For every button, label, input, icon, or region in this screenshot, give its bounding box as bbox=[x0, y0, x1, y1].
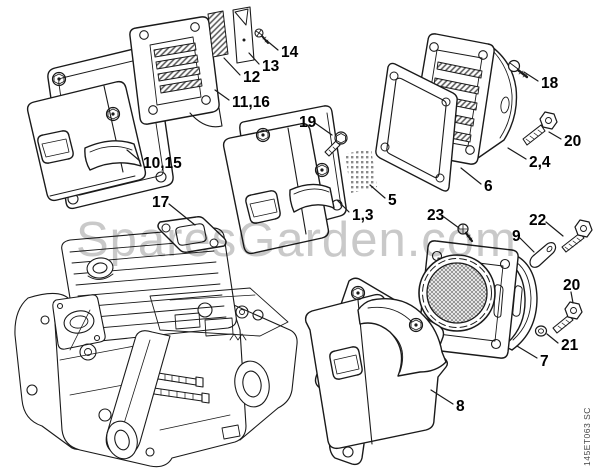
part-label-21: 21 bbox=[561, 337, 579, 354]
bolt-20-top-drawing bbox=[522, 111, 558, 146]
leader-lines bbox=[126, 39, 574, 405]
part-label-22: 22 bbox=[529, 212, 546, 229]
part-label-19: 19 bbox=[299, 114, 317, 131]
part-label-1-3: 1,3 bbox=[352, 207, 374, 224]
bolt-20-bottom-drawing bbox=[552, 301, 583, 334]
part-label-10-15: 10,15 bbox=[143, 155, 182, 172]
spark-arrestor-7-drawing bbox=[417, 240, 538, 359]
part-label-5: 5 bbox=[388, 192, 397, 209]
part-label-20-top: 20 bbox=[564, 133, 581, 150]
screw-18-drawing bbox=[507, 59, 529, 79]
part-label-12: 12 bbox=[243, 69, 260, 86]
part-label-11-16: 11,16 bbox=[232, 94, 270, 111]
screen-12-drawing bbox=[207, 10, 229, 58]
screen-5-drawing bbox=[345, 148, 377, 193]
part-label-23: 23 bbox=[427, 207, 445, 224]
part-label-17: 17 bbox=[152, 194, 169, 211]
engine-assembly-drawing bbox=[14, 227, 298, 468]
cover-11-16-drawing bbox=[129, 16, 223, 128]
gasket-6-drawing bbox=[375, 62, 458, 192]
part-label-2-4: 2,4 bbox=[529, 154, 551, 171]
part-label-7: 7 bbox=[540, 353, 549, 370]
part-label-6: 6 bbox=[484, 178, 493, 195]
part-label-18: 18 bbox=[541, 75, 559, 92]
part-labels: 10,15 11,16 12 13 14 19 5 1,3 6 2,4 18 2… bbox=[143, 44, 581, 415]
part-label-20-bottom: 20 bbox=[563, 277, 580, 294]
part-label-8: 8 bbox=[456, 398, 465, 415]
screw-19-drawing bbox=[324, 131, 348, 157]
part-label-14: 14 bbox=[281, 44, 299, 61]
screw-23-drawing bbox=[457, 223, 474, 243]
part-label-9: 9 bbox=[512, 228, 521, 245]
washer-21-drawing bbox=[534, 325, 548, 337]
doc-code: 145ET063 SC bbox=[582, 407, 592, 466]
bolt-22-drawing bbox=[561, 219, 593, 253]
muffler-8-drawing bbox=[304, 277, 449, 466]
muffler-1-3-drawing bbox=[222, 105, 347, 255]
part-label-13: 13 bbox=[262, 58, 280, 75]
screw-14-drawing bbox=[254, 28, 269, 44]
gasket-17-drawing bbox=[157, 216, 227, 253]
bracket-13-drawing bbox=[232, 6, 255, 64]
spacer-9-drawing bbox=[529, 242, 557, 268]
